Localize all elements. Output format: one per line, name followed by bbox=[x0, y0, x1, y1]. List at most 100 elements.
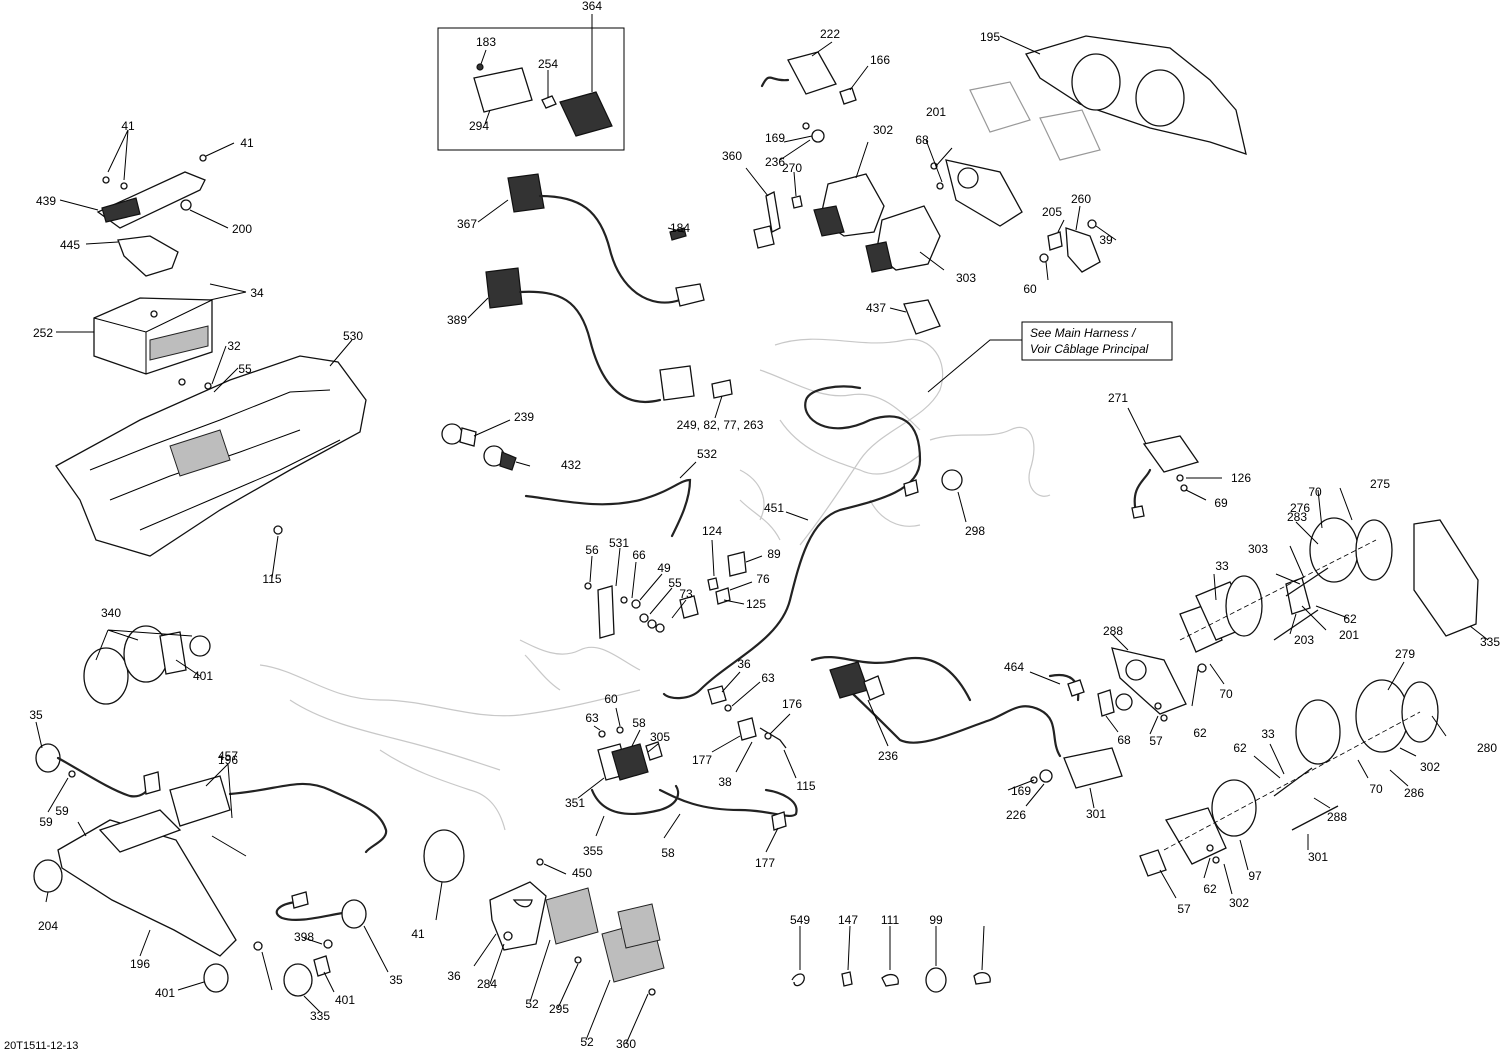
callout-63: 335 bbox=[1480, 635, 1500, 649]
callout-105: 68 bbox=[1117, 733, 1131, 747]
callout-48: 73 bbox=[679, 587, 693, 601]
callout-19: 41 bbox=[121, 119, 135, 133]
callout-35: 432 bbox=[561, 458, 581, 472]
callout-18: 60 bbox=[1023, 282, 1037, 296]
callout-21: 439 bbox=[36, 194, 56, 208]
callout-114: 62 bbox=[1233, 741, 1247, 755]
callout-6: 169 bbox=[765, 131, 785, 145]
tail-light-group bbox=[35, 721, 388, 857]
callout-97: 295 bbox=[549, 1002, 569, 1016]
callout-61: 288 bbox=[1103, 624, 1123, 638]
callout-102: 169 bbox=[1011, 784, 1031, 798]
callout-96: 52 bbox=[525, 997, 539, 1011]
tail-light-271 bbox=[1127, 407, 1222, 519]
callout-9: 360 bbox=[722, 149, 742, 163]
callout-125: 99 bbox=[929, 913, 943, 927]
callout-31: 389 bbox=[447, 313, 467, 327]
callout-123: 147 bbox=[838, 913, 858, 927]
callout-12: 201 bbox=[926, 105, 946, 119]
callout-66: 35 bbox=[29, 708, 43, 722]
callout-112: 70 bbox=[1369, 782, 1383, 796]
ignition-coil-group bbox=[745, 41, 1101, 273]
headlight-assembly-lower bbox=[1139, 661, 1447, 899]
callout-20: 41 bbox=[240, 136, 254, 150]
callout-92: 115 bbox=[796, 779, 815, 793]
small-clamps bbox=[791, 925, 991, 993]
callout-55: 275 bbox=[1370, 477, 1390, 491]
callout-33: 249, 82, 77, 263 bbox=[677, 418, 764, 432]
callout-78: 41 bbox=[411, 927, 425, 941]
callout-74: 35 bbox=[389, 973, 403, 987]
callout-62: 203 bbox=[1294, 633, 1314, 647]
callout-115: 33 bbox=[1261, 727, 1275, 741]
callout-73: 401 bbox=[155, 986, 175, 1000]
callout-82: 305 bbox=[650, 730, 670, 744]
callout-39: 271 bbox=[1108, 391, 1128, 405]
main-harness-ghost bbox=[259, 338, 1051, 831]
callout-107: 62 bbox=[1193, 726, 1207, 740]
headlamp-335-lower bbox=[423, 829, 465, 921]
callout-86: 177 bbox=[755, 856, 775, 870]
harness-451 bbox=[662, 385, 922, 700]
fuse-block bbox=[559, 91, 613, 137]
callout-32: 437 bbox=[866, 301, 886, 315]
callout-42: 115 bbox=[262, 572, 281, 586]
clip-group bbox=[707, 671, 797, 779]
voltage-regulator-group bbox=[473, 858, 665, 1045]
callout-23: 445 bbox=[60, 238, 80, 252]
callout-85: 58 bbox=[661, 846, 675, 860]
callout-109: 279 bbox=[1395, 647, 1415, 661]
callout-99: 360 bbox=[616, 1037, 636, 1051]
license-bracket bbox=[33, 809, 273, 993]
callout-122: 549 bbox=[790, 913, 810, 927]
callout-70: 196 bbox=[218, 753, 238, 767]
callout-30: 184 bbox=[670, 221, 690, 235]
callout-43: 56 bbox=[585, 543, 599, 557]
callout-3: 294 bbox=[469, 119, 489, 133]
callout-95: 284 bbox=[477, 977, 497, 991]
callout-13: 195 bbox=[980, 30, 1000, 44]
callout-5: 166 bbox=[870, 53, 890, 67]
callout-41: 69 bbox=[1214, 496, 1228, 510]
callout-106: 57 bbox=[1149, 734, 1163, 748]
callout-116: 288 bbox=[1327, 810, 1347, 824]
callout-111: 302 bbox=[1420, 760, 1440, 774]
callout-113: 286 bbox=[1404, 786, 1424, 800]
starter-relay-group bbox=[577, 707, 798, 853]
callout-56: 283 bbox=[1287, 510, 1307, 524]
callout-11: 68 bbox=[915, 133, 929, 147]
callout-2: 254 bbox=[538, 57, 558, 71]
callout-54: 276 bbox=[1290, 501, 1310, 515]
callout-52: 125 bbox=[746, 597, 766, 611]
callout-75: 398 bbox=[294, 930, 314, 944]
callout-120: 302 bbox=[1229, 896, 1249, 910]
headlamp-335 bbox=[83, 625, 211, 705]
callout-51: 76 bbox=[756, 572, 770, 586]
ground-cable-532 bbox=[524, 461, 697, 538]
sensor-bracket-group bbox=[1039, 205, 1117, 281]
callout-14: 303 bbox=[956, 271, 976, 285]
callout-29: 367 bbox=[457, 217, 477, 231]
connector-cluster bbox=[584, 539, 763, 639]
main-harness-note: See Main Harness / Voir Câblage Principa… bbox=[927, 321, 1173, 393]
callout-50: 89 bbox=[767, 547, 781, 561]
callout-110: 280 bbox=[1477, 741, 1497, 755]
callout-98: 52 bbox=[580, 1035, 594, 1049]
callout-36: 532 bbox=[697, 447, 717, 461]
callout-77: 335 bbox=[310, 1009, 330, 1023]
callout-69: 59 bbox=[55, 804, 69, 818]
drawing-code: 20T1511-12-13 bbox=[4, 1040, 78, 1052]
callout-84: 355 bbox=[583, 844, 603, 858]
callout-45: 66 bbox=[632, 548, 646, 562]
brake-light-group bbox=[275, 891, 389, 1013]
callout-58: 33 bbox=[1215, 559, 1229, 573]
callout-76: 401 bbox=[335, 993, 355, 1007]
harness-464 bbox=[810, 656, 1123, 809]
callout-26: 530 bbox=[343, 329, 363, 343]
callout-79: 60 bbox=[604, 692, 618, 706]
callout-68: 457 bbox=[218, 749, 238, 763]
instrument-housing bbox=[999, 35, 1247, 155]
callout-100: 464 bbox=[1004, 660, 1024, 674]
